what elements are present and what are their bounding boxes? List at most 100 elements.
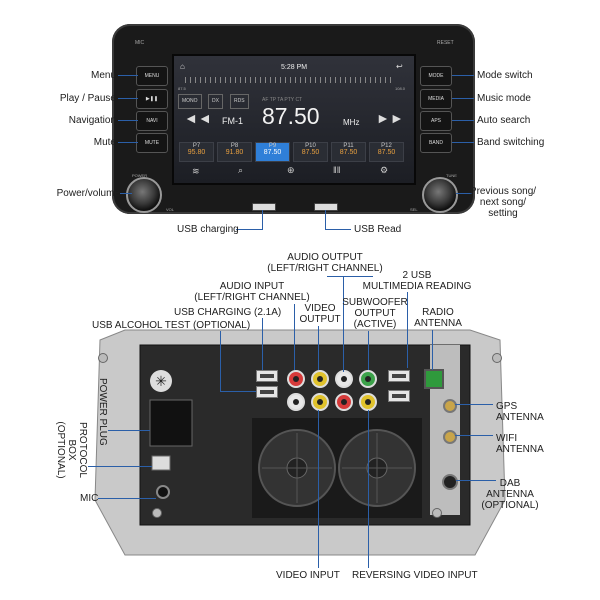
mute-button[interactable]: MUTE [136,133,168,153]
equalizer-icon[interactable]: ‖‖ [333,165,341,175]
line-menu [118,75,138,76]
home-icon[interactable]: ⌂ [180,62,185,71]
menu-button[interactable]: MENU [136,66,168,86]
radio-signal-icon[interactable]: ≋ [192,166,200,176]
scan-icon[interactable]: ⊕ [287,165,295,175]
vol-label: VOL [166,207,175,212]
rca-subwoofer[interactable] [359,370,377,388]
rca-audio-in-red[interactable] [287,370,305,388]
frequency: 87.50 [262,103,320,129]
logo-icon: ✳ [150,370,172,392]
callout-subwoofer: SUBWOOFER OUTPUT (ACTIVE) [342,297,408,330]
prev-station-icon[interactable]: ◄◄ [184,110,212,126]
line-usb-read-v [325,210,326,230]
usb-charging-port[interactable] [252,203,276,211]
power-volume-knob[interactable] [126,177,162,213]
callout-play-pause: Play / Pause [59,93,116,104]
usb-port-b[interactable] [256,386,278,398]
line-power [120,193,132,194]
line-usb-alcohol-h [220,391,256,392]
screw-1 [98,353,108,363]
status-time: 5:28 PM [281,64,308,71]
line-usb-read-h [325,229,351,230]
mode-mono[interactable]: MONO [178,94,202,109]
callout-band-switching: Band switching [477,137,545,148]
rca-video-out-yellow[interactable] [311,370,329,388]
gps-antenna-port[interactable] [443,399,457,413]
display-screen[interactable] [172,54,416,185]
search-icon[interactable]: ⌕ [238,165,244,175]
mode-dx[interactable]: DX [208,94,223,109]
rca-audio-out-white[interactable] [335,370,353,388]
screw-2 [492,353,502,363]
callout-auto-search: Auto search [477,115,531,126]
band-low: 87.5 [178,86,186,91]
usb-media-port-1[interactable] [388,370,410,382]
line-navi [118,120,138,121]
band-high: 108.0 [395,86,406,91]
aps-button[interactable]: APS [420,111,452,131]
callout-power-volume: Power/volume [56,188,120,199]
usb-media-port-2[interactable] [388,390,410,402]
band-button[interactable]: BAND [420,133,452,153]
callout-usb-alcohol: USB ALCOHOL TEST (OPTIONAL) [92,320,251,331]
navi-button[interactable]: NAVI [136,111,168,131]
line-audio-out-h [327,276,373,277]
wifi-antenna-port[interactable] [443,430,457,444]
callout-navigation: Navigation [68,115,116,126]
callout-mic: MIC [80,493,99,504]
callout-usb-charging-rear: USB CHARGING (2.1A) [174,307,282,318]
line-mic [98,498,156,499]
line-reversing [368,410,369,568]
line-mute [118,142,138,143]
next-station-icon[interactable]: ►► [376,110,404,126]
screw-4 [432,508,442,518]
mode-rds[interactable]: RDS [230,94,249,109]
rca-audio-in-white[interactable] [287,393,305,411]
callout-prev-next: Previous song/ next song/ setting [469,186,537,219]
rca-reversing-video[interactable] [359,393,377,411]
line-prev [456,193,472,194]
dab-antenna-port[interactable] [442,474,458,490]
usb-port-a[interactable] [256,370,278,382]
play-pause-button[interactable]: ▶❚❚ [136,89,168,109]
callout-video-input: VIDEO INPUT [276,570,340,581]
rca-audio-out-red[interactable] [335,393,353,411]
settings-icon[interactable]: ⚙ [380,165,389,175]
callout-audio-input: AUDIO INPUT (LEFT/RIGHT CHANNEL) [194,281,310,303]
callout-power-plug: POWER PLUG [97,378,108,446]
line-radio [432,330,433,370]
line-usb-media [407,292,408,368]
callout-music-mode: Music mode [477,93,531,104]
line-music [452,98,474,99]
mode-button[interactable]: MODE [420,66,452,86]
radio-antenna-port[interactable] [424,369,444,389]
line-dab [456,480,496,481]
callout-radio-antenna: RADIO ANTENNA [414,307,462,329]
line-wifi [455,435,493,436]
media-button[interactable]: MEDIA [420,89,452,109]
line-play [118,98,138,99]
tune-knob[interactable] [422,177,458,213]
line-audio-out-v [343,276,344,372]
band-name: FM-1 [222,116,243,126]
callout-video-output: VIDEO OUTPUT [299,303,341,325]
line-auto [452,120,474,121]
tune-label: TUNE [446,173,457,178]
mic-label: MIC [135,40,145,46]
back-icon[interactable]: ↩ [396,62,403,71]
line-usb-charging-rear [262,318,263,370]
rca-video-in-yellow[interactable] [311,393,329,411]
line-audio-in [294,304,295,370]
af-row: AF TP TA PTY CT [262,97,303,103]
line-video-in [318,410,319,568]
usb-read-port[interactable] [314,203,338,211]
callout-wifi: WIFI ANTENNA [496,433,544,455]
line-usb-charging-h [236,229,263,230]
